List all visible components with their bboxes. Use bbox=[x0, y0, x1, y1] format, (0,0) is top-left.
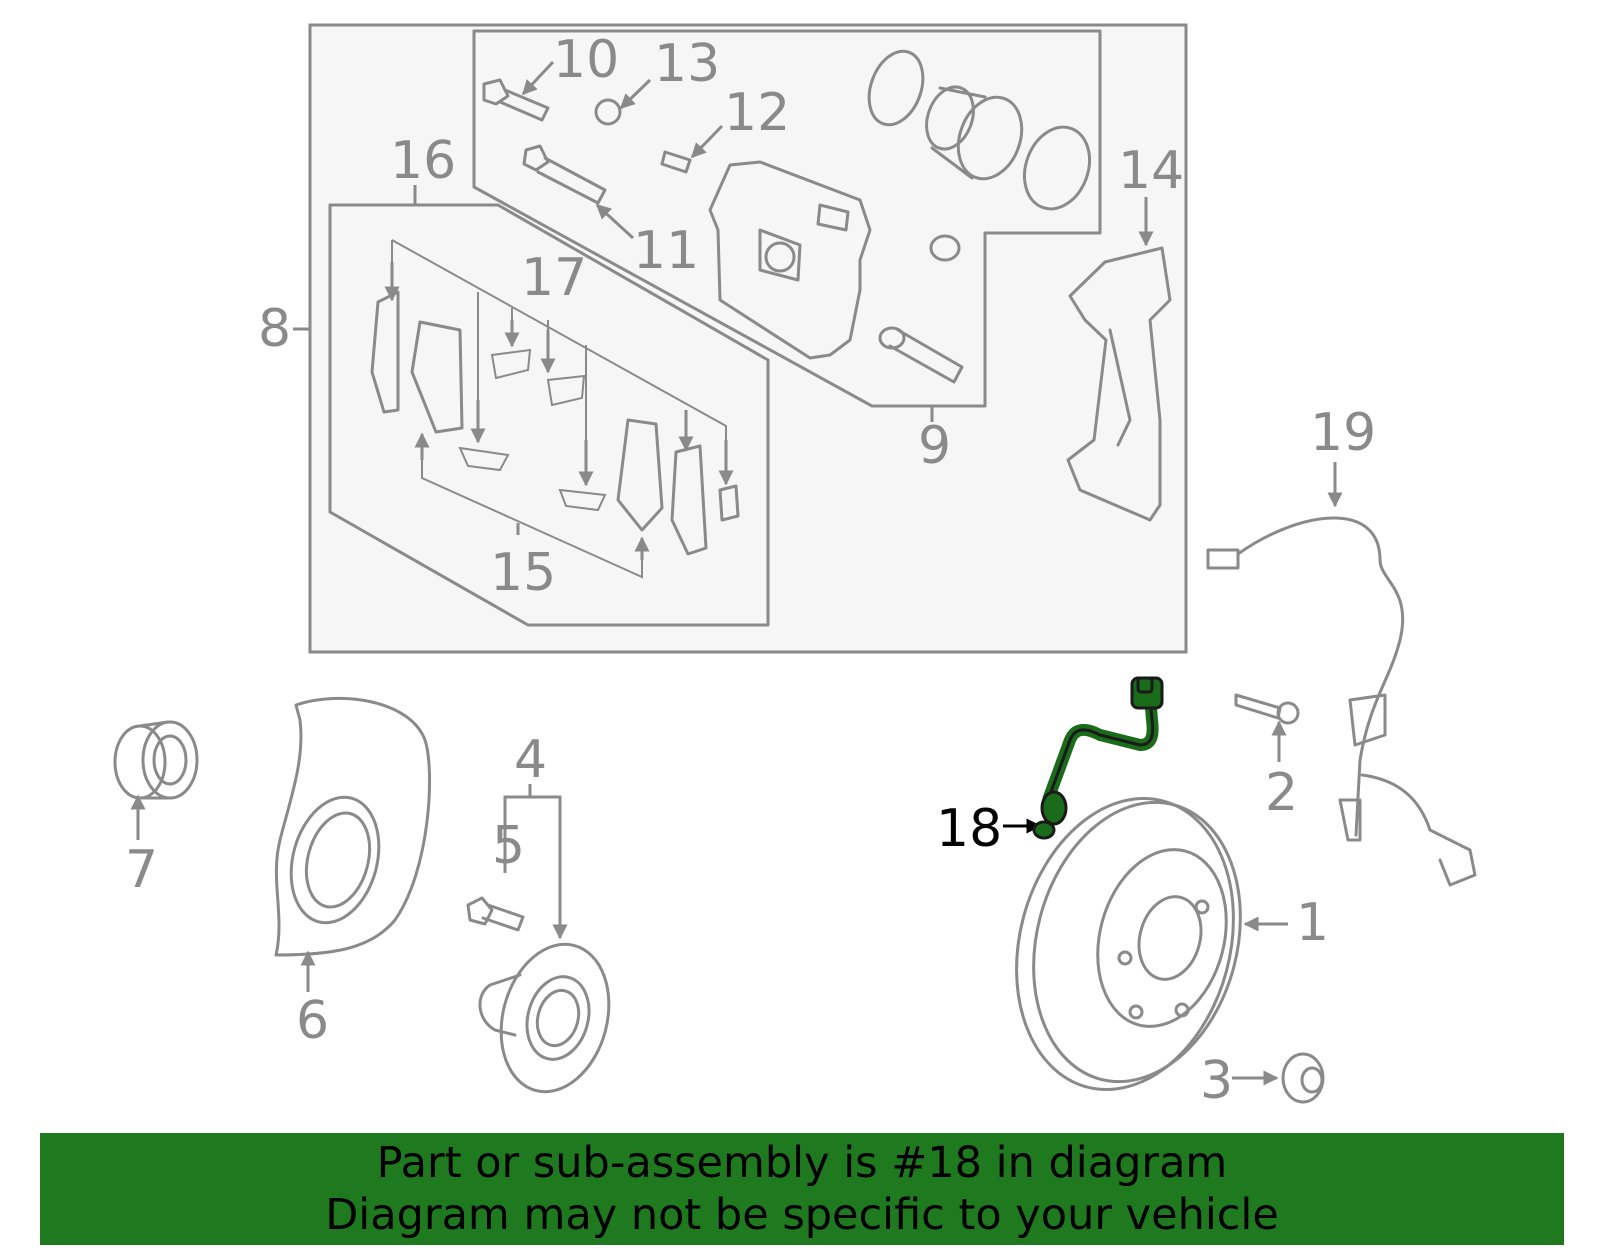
hub-nut-3 bbox=[1281, 1052, 1325, 1104]
callout-18: 18 bbox=[936, 799, 1002, 859]
callout-16: 16 bbox=[390, 131, 456, 191]
screw-2 bbox=[1234, 693, 1300, 725]
callout-4: 4 bbox=[514, 730, 547, 790]
pad-kit-box bbox=[328, 203, 770, 627]
callout-3: 3 bbox=[1200, 1051, 1233, 1111]
callout-6: 6 bbox=[296, 991, 329, 1051]
callout-14: 14 bbox=[1118, 141, 1184, 201]
guide-bolt-10 bbox=[482, 78, 550, 122]
dust-shield-6 bbox=[274, 696, 432, 957]
wheel-bearing-7 bbox=[113, 720, 199, 800]
wheel-hub-4 bbox=[478, 942, 611, 1094]
caliper-subassembly-box bbox=[472, 29, 1102, 408]
hub-bolt-5 bbox=[466, 896, 525, 932]
callout-5: 5 bbox=[492, 816, 525, 876]
callout-12: 12 bbox=[724, 83, 790, 143]
callout-9: 9 bbox=[918, 416, 951, 476]
callout-15: 15 bbox=[490, 543, 556, 603]
dust-boot bbox=[1023, 125, 1091, 211]
banner-line-1: Part or sub-assembly is #18 in diagram bbox=[376, 1138, 1228, 1188]
pin-boot bbox=[929, 234, 961, 262]
brake-hose-18 bbox=[1032, 676, 1164, 840]
clip-set-outline bbox=[477, 292, 587, 485]
caliper-bracket-14 bbox=[1066, 246, 1172, 522]
bleeder-cap-13 bbox=[594, 98, 622, 126]
piston-seal-ring bbox=[867, 49, 925, 127]
callout-10: 10 bbox=[553, 30, 619, 90]
callout-17: 17 bbox=[521, 248, 587, 308]
callout-13: 13 bbox=[654, 34, 720, 94]
caliper-body bbox=[708, 160, 872, 360]
callout-1: 1 bbox=[1296, 893, 1329, 953]
bleeder-screw-12 bbox=[660, 150, 692, 174]
callout-11: 11 bbox=[633, 221, 699, 281]
guide-pin-11 bbox=[522, 144, 607, 205]
lower-guide-pin bbox=[878, 326, 964, 384]
callout-8: 8 bbox=[258, 299, 291, 359]
banner-line-2: Diagram may not be specific to your vehi… bbox=[325, 1190, 1279, 1240]
info-banner: Part or sub-assembly is #18 in diagram D… bbox=[40, 1133, 1564, 1245]
callout-2: 2 bbox=[1265, 763, 1298, 823]
brake-pad-outer bbox=[616, 418, 740, 556]
callout-7: 7 bbox=[125, 840, 158, 900]
brake-rotor-1 bbox=[1015, 796, 1242, 1092]
pad-arrows bbox=[384, 262, 734, 560]
abs-sensor-19 bbox=[1206, 516, 1477, 887]
caliper-piston bbox=[925, 85, 1024, 181]
callout-19: 19 bbox=[1310, 403, 1376, 463]
pad-clips bbox=[458, 348, 607, 512]
